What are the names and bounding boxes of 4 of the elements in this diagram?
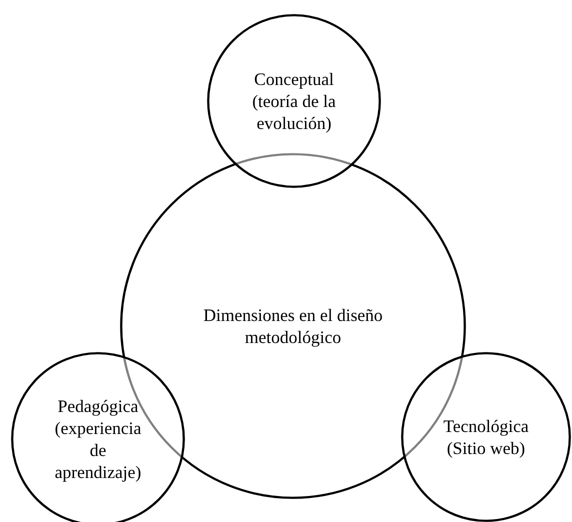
circle-label: Conceptual (teoría de la evolución) — [251, 68, 337, 134]
circle-label: Dimensiones en el diseño metodológico — [202, 304, 384, 348]
circle-label: Pedagógica (experiencia de aprendizaje) — [54, 395, 142, 483]
circle-label: Tecnológica (Sitio web) — [442, 415, 530, 459]
